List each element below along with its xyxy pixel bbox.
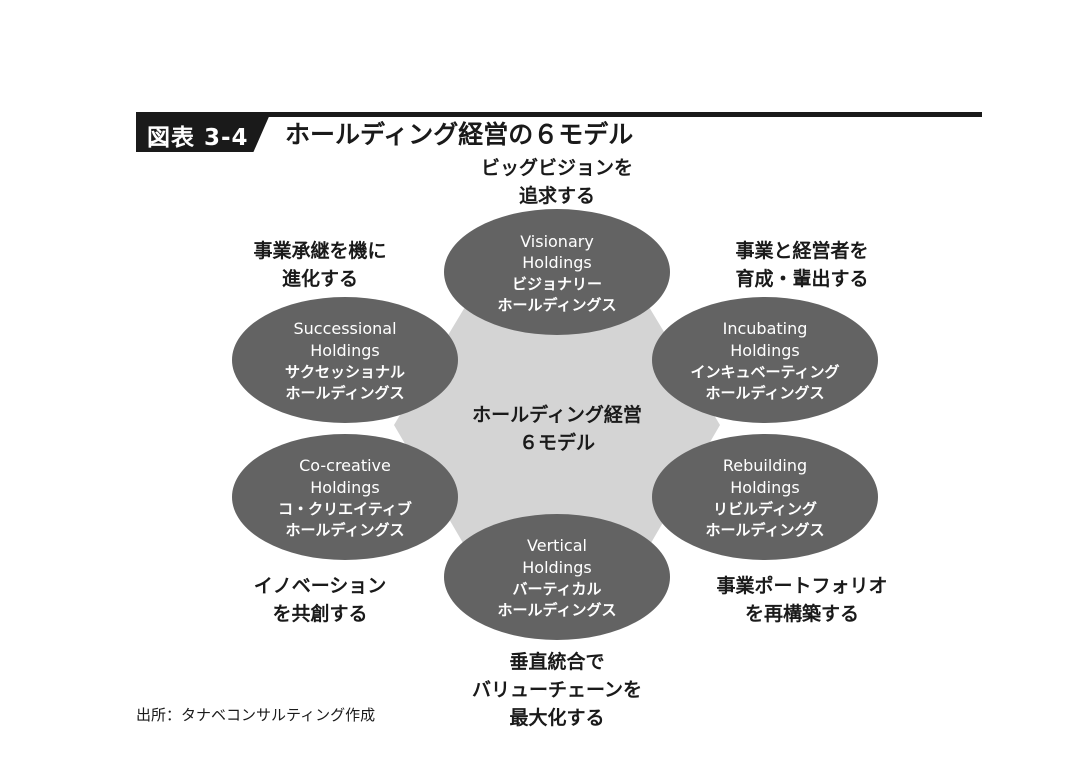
model-incubating: Incubating Holdings インキュベーティング ホールディングス <box>652 297 878 423</box>
model-visionary: Visionary Holdings ビジョナリー ホールディングス <box>444 209 670 335</box>
model-incubating-jp1: インキュベーティング <box>690 363 839 381</box>
model-rebuilding-ellipse <box>652 434 878 560</box>
center-label-line1: ホールディング経営 <box>472 403 642 426</box>
goal-rebuilding-line1: 事業ポートフォリオ <box>716 574 887 597</box>
model-vertical-ellipse <box>444 514 670 640</box>
model-visionary-jp1: ビジョナリー <box>512 275 602 293</box>
model-successional: Successional Holdings サクセッショナル ホールディングス <box>232 297 458 423</box>
model-vertical-jp2: ホールディングス <box>498 601 617 619</box>
goal-visionary: ビッグビジョンを 追求する <box>481 156 633 207</box>
model-incubating-jp2: ホールディングス <box>706 384 825 402</box>
figure-number: 図表 3-4 <box>147 125 249 151</box>
model-vertical-en1: Vertical <box>527 536 587 555</box>
goal-incubating: 事業と経営者を 育成・輩出する <box>735 239 868 290</box>
model-vertical: Vertical Holdings バーティカル ホールディングス <box>444 514 670 640</box>
model-rebuilding-jp1: リビルディング <box>713 500 817 518</box>
center-label-line2: ６モデル <box>519 431 595 454</box>
model-rebuilding-jp2: ホールディングス <box>706 521 825 539</box>
goal-vertical-line3: 最大化する <box>509 706 604 729</box>
center-label: ホールディング経営 ６モデル <box>472 403 642 454</box>
model-incubating-ellipse <box>652 297 878 423</box>
goal-successional-line1: 事業承継を機に <box>253 239 386 262</box>
model-cocreative: Co-creative Holdings コ・クリエイティブ ホールディングス <box>232 434 458 560</box>
goal-visionary-line2: 追求する <box>519 184 595 207</box>
figure-title: ホールディング経営の６モデル <box>285 120 634 149</box>
goal-incubating-line1: 事業と経営者を <box>735 239 868 262</box>
model-successional-en1: Successional <box>293 319 396 338</box>
goal-vertical-line1: 垂直統合で <box>509 650 604 673</box>
model-rebuilding-en1: Rebuilding <box>723 456 807 475</box>
model-incubating-en1: Incubating <box>723 319 808 338</box>
model-cocreative-en2: Holdings <box>310 478 380 497</box>
goal-successional-line2: 進化する <box>282 267 358 290</box>
goal-cocreative: イノベーション を共創する <box>254 575 387 625</box>
model-incubating-en2: Holdings <box>730 341 800 360</box>
model-cocreative-jp1: コ・クリエイティブ <box>278 500 412 518</box>
model-visionary-en1: Visionary <box>520 232 594 251</box>
goal-vertical: 垂直統合で バリューチェーンを 最大化する <box>472 650 642 729</box>
goal-vertical-line2: バリューチェーンを <box>472 679 642 701</box>
model-successional-en2: Holdings <box>310 341 380 360</box>
model-visionary-ellipse <box>444 209 670 335</box>
model-successional-jp1: サクセッショナル <box>285 363 405 381</box>
goal-cocreative-line1: イノベーション <box>254 575 387 597</box>
model-cocreative-en1: Co-creative <box>299 456 391 475</box>
goal-cocreative-line2: を共創する <box>272 602 367 625</box>
model-rebuilding: Rebuilding Holdings リビルディング ホールディングス <box>652 434 878 560</box>
goal-incubating-line2: 育成・輩出する <box>735 267 868 290</box>
goal-successional: 事業承継を機に 進化する <box>253 239 386 290</box>
title-rule <box>136 112 982 117</box>
center-hexagon <box>394 282 720 572</box>
model-cocreative-ellipse <box>232 434 458 560</box>
model-rebuilding-en2: Holdings <box>730 478 800 497</box>
goal-rebuilding-line2: を再構築する <box>745 602 859 625</box>
figure-number-badge: 図表 3-4 <box>136 112 271 152</box>
model-successional-ellipse <box>232 297 458 423</box>
model-visionary-en2: Holdings <box>522 253 592 272</box>
goal-visionary-line1: ビッグビジョンを <box>481 156 633 179</box>
model-successional-jp2: ホールディングス <box>286 384 405 402</box>
goal-rebuilding: 事業ポートフォリオ を再構築する <box>716 574 887 625</box>
source-note: 出所：タナベコンサルティング作成 <box>136 706 376 724</box>
model-vertical-jp1: バーティカル <box>512 580 601 598</box>
model-cocreative-jp2: ホールディングス <box>286 521 405 539</box>
model-visionary-jp2: ホールディングス <box>498 296 617 314</box>
model-vertical-en2: Holdings <box>522 558 592 577</box>
